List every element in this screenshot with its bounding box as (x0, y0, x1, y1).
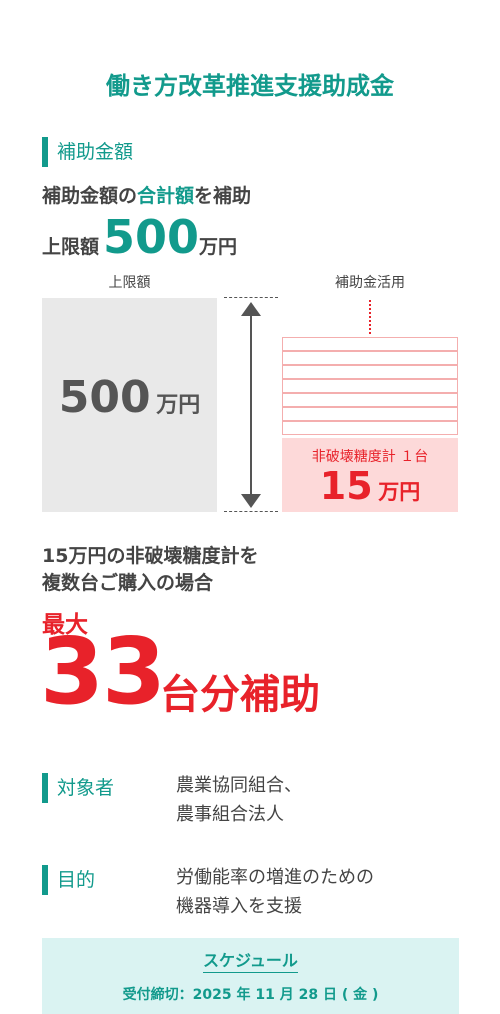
amount-description: 補助金額の合計額を補助 (42, 181, 251, 208)
device-amount: 15 万円 (282, 464, 458, 508)
section-label-purpose: 目的 (57, 869, 96, 891)
device-number: 15 (319, 464, 373, 508)
limit-box-amount: 500 万円 (42, 372, 217, 423)
device-unit: 万円 (378, 480, 421, 504)
purpose-line-1: 労働能率の増進のための (176, 867, 374, 888)
section-label-amount: 補助金額 (57, 141, 134, 163)
bottom-dashed-line (224, 511, 278, 512)
target-line-2: 農事組合法人 (176, 804, 284, 825)
limit-prefix: 上限額 (42, 236, 100, 258)
limit-box-unit: 万円 (156, 393, 201, 418)
limit-line: 上限額500万円 (42, 210, 237, 264)
device-box: 非破壊糖度計 １台 15 万円 (282, 438, 458, 512)
limit-number: 500 (103, 210, 200, 264)
unit-count-suffix: 台分補助 (160, 672, 320, 718)
stripe-row (282, 351, 458, 365)
device-label: 非破壊糖度計 １台 (311, 449, 429, 465)
amount-desc-highlight: 合計額 (137, 185, 195, 207)
stripe-row (282, 379, 458, 393)
limit-unit: 万円 (199, 236, 238, 258)
max-label: 最大 (42, 612, 88, 638)
schedule-heading-wrap: スケジュール (42, 947, 459, 973)
stripe-row (282, 337, 458, 351)
dotted-connector (369, 300, 371, 334)
stripe-row (282, 365, 458, 379)
schedule-deadline: 受付締切：2025 年 11 月 28 日 ( 金 ) (122, 987, 379, 1003)
schedule-panel: スケジュール 受付締切：2025 年 11 月 28 日 ( 金 ) (42, 938, 459, 1014)
stripe-row (282, 407, 458, 421)
section-marker (42, 865, 48, 895)
section-marker (42, 773, 48, 803)
top-dashed-line (224, 297, 278, 298)
purchase-line-2: 複数台ご購入の場合 (42, 572, 214, 594)
limit-box: 500 万円 (42, 298, 217, 512)
schedule-heading: スケジュール (203, 951, 298, 973)
limit-box-number: 500 (58, 372, 151, 423)
right-caption: 補助金活用 (335, 275, 405, 291)
section-label-target: 対象者 (57, 777, 115, 799)
stripe-row (282, 421, 458, 435)
unit-count: 33 (40, 618, 166, 725)
stripe-row (282, 393, 458, 407)
purpose-line-2: 機器導入を支援 (176, 896, 302, 917)
left-caption: 上限額 (108, 275, 151, 291)
double-arrow-icon (241, 302, 261, 508)
section-marker (42, 137, 48, 167)
purchase-line-1: 15万円の非破壊糖度計を (42, 545, 259, 567)
page-title: 働き方改革推進支援助成金 (106, 72, 394, 100)
amount-desc-prefix: 補助金額の (42, 185, 138, 207)
amount-desc-suffix: を補助 (194, 185, 252, 207)
target-line-1: 農業協同組合、 (176, 775, 302, 796)
